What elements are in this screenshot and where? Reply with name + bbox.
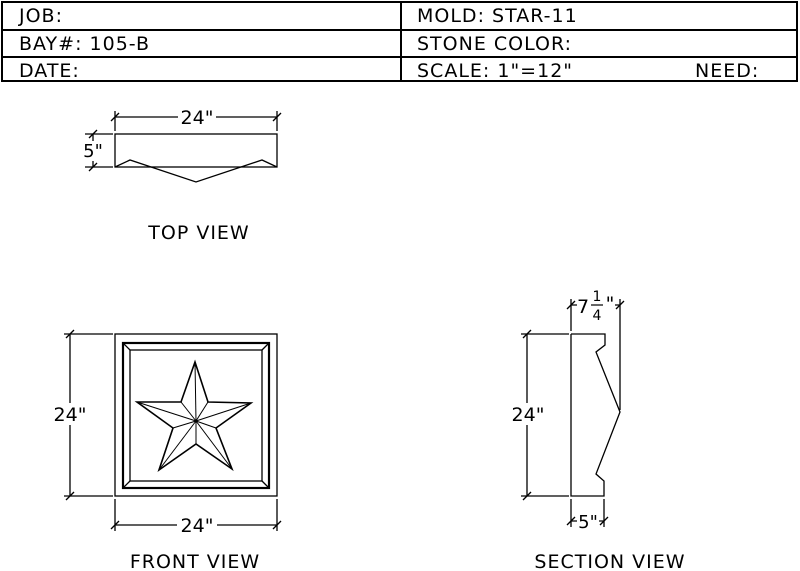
top-view-outline xyxy=(114,133,278,168)
star-outline xyxy=(134,359,254,473)
front-view-inner-frame-2 xyxy=(129,349,263,482)
stone-color-label: STONE COLOR: xyxy=(417,33,572,55)
top-view-height-tick-top xyxy=(88,129,98,139)
front-view-width-dim: 24" xyxy=(181,515,214,537)
section-view-base-dim: 5" xyxy=(578,512,598,533)
front-view-outer-frame xyxy=(114,333,278,497)
section-view-caption: SECTION VIEW xyxy=(534,551,685,571)
section-view-height-dim: 24" xyxy=(512,404,545,426)
top-view-width-tick-left xyxy=(110,112,120,122)
depth-dim-denominator: 4 xyxy=(593,308,602,324)
title-block-row-1: JOB: MOLD: STAR-11 xyxy=(3,3,796,29)
section-view-depth-dim: 7 1 4 " xyxy=(577,289,614,324)
front-view-caption: FRONT VIEW xyxy=(130,551,260,571)
job-label: JOB: xyxy=(19,5,63,27)
depth-dim-numerator: 1 xyxy=(593,289,602,305)
depth-dim-inch: " xyxy=(606,293,615,315)
scale-label: SCALE: 1"=12" xyxy=(417,59,574,82)
front-view-inner-frame-1 xyxy=(121,341,271,490)
top-view-height-tick-bottom xyxy=(88,162,98,172)
star-facets xyxy=(136,361,252,471)
top-view-width-tick-right xyxy=(272,112,282,122)
title-block: JOB: MOLD: STAR-11 BAY#: 105-B STONE COL… xyxy=(1,1,798,82)
title-block-divider xyxy=(400,3,402,80)
title-block-row-2: BAY#: 105-B STONE COLOR: xyxy=(3,29,796,57)
top-view-caption: TOP VIEW xyxy=(147,222,249,244)
top-view-width-dim: 24" xyxy=(181,107,214,129)
front-view xyxy=(64,329,282,531)
top-view-height-dim: 5" xyxy=(83,141,103,162)
need-label: NEED: xyxy=(695,59,760,82)
title-block-row-3: DATE: SCALE: 1"=12" NEED: xyxy=(3,56,796,83)
section-view-profile xyxy=(570,333,621,497)
top-view-profile xyxy=(114,159,278,183)
front-view-height-dim: 24" xyxy=(54,404,87,426)
date-label: DATE: xyxy=(19,59,80,82)
depth-dim-whole: 7 xyxy=(577,296,589,318)
mold-label: MOLD: STAR-11 xyxy=(417,5,578,27)
bay-label: BAY#: 105-B xyxy=(19,33,151,55)
